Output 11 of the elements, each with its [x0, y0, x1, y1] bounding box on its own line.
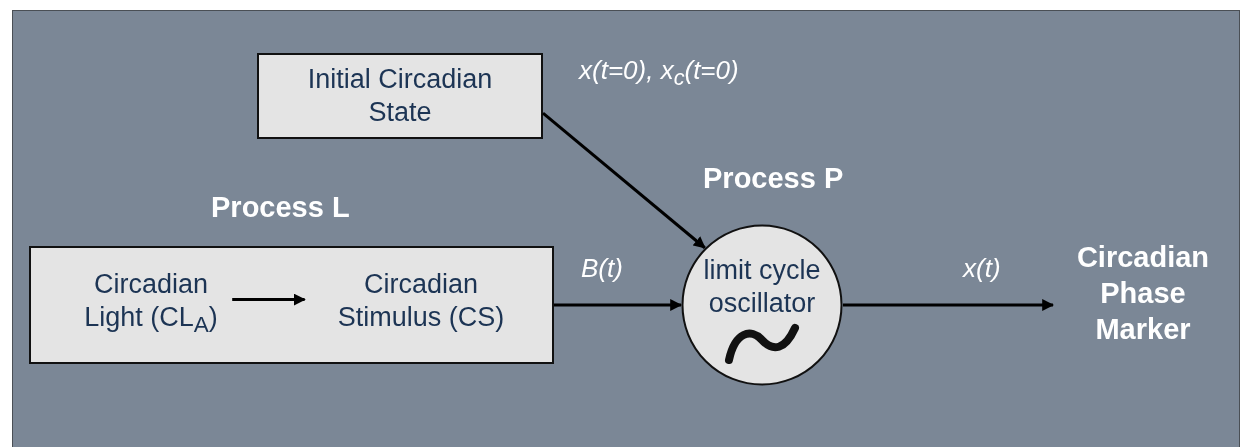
- process-box: [257, 53, 543, 139]
- node-label: Circadian Stimulus (CS): [336, 268, 506, 334]
- node-label: Circadian Light (CL$_{A}$): [83, 268, 219, 340]
- group-heading: Process L: [211, 191, 350, 224]
- box-label: Initial Circadian State: [306, 63, 494, 129]
- circle-label: limit cycle oscillator: [702, 254, 822, 320]
- edge-label: x(t=0), x$_{c}$(t=0): [579, 55, 739, 92]
- edge-label: x(t): [963, 253, 1001, 284]
- process-heading: Process P: [703, 162, 844, 195]
- edge-label: B(t): [581, 253, 623, 284]
- output-label: Circadian Phase Marker: [1075, 240, 1211, 347]
